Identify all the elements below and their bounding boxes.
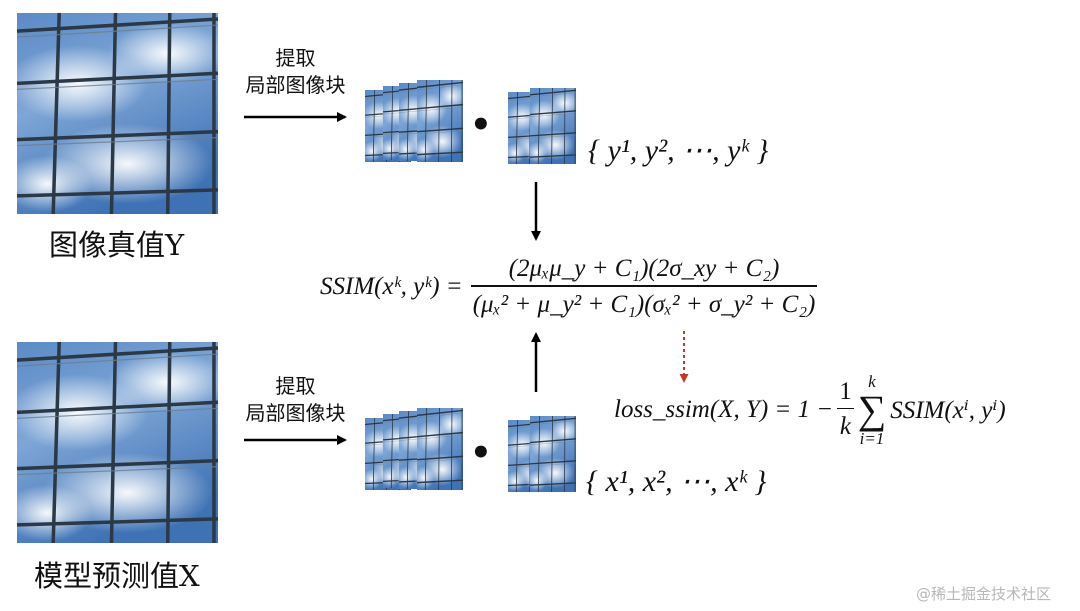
ssim-denominator: (μₓ² + μ_y² + C₁)(σₓ² + σ_y² + C₂): [470, 285, 818, 319]
extract-label-bottom: 提取 局部图像块: [233, 373, 358, 427]
patch-stack-x-group-1: [360, 407, 467, 498]
ssim-formula: SSIM(xᵏ, yᵏ) = (2μₓμ_y + C₁)(2σ_xy + C₂)…: [320, 252, 818, 322]
summation: k ∑ i=1: [858, 373, 887, 447]
patch-x-k: [525, 415, 579, 493]
patch-stack-y-group-1: [360, 79, 467, 170]
patch-x-4: [412, 407, 467, 491]
loss-formula: loss_ssim(X, Y) = 1 − 1 k k ∑ i=1 SSIM(x…: [614, 362, 1006, 457]
ssim-fraction: (2μₓμ_y + C₁)(2σ_xy + C₂) (μₓ² + μ_y² + …: [470, 255, 818, 319]
extract-label-top-line1: 提取: [275, 46, 316, 70]
prediction-caption: 模型预测值X: [34, 559, 200, 593]
ssim-numerator: (2μₓμ_y + C₁)(2σ_xy + C₂): [508, 255, 780, 282]
ssim-lhs: SSIM(xᵏ, yᵏ) =: [320, 273, 463, 300]
patch-y-k: [525, 87, 579, 165]
loss-fraction-denominator: k: [837, 408, 854, 441]
loss-lhs: loss_ssim(X, Y) = 1 −: [614, 395, 834, 423]
x-patch-set: { x¹, x², ⋯, xᵏ }: [586, 465, 767, 498]
sum-lower-limit: i=1: [859, 428, 885, 448]
sum-upper-limit: k: [868, 371, 876, 391]
patch-stack-x-group-2: [503, 415, 579, 496]
loss-fraction-numerator: 1: [839, 378, 852, 405]
watermark: @稀土掘金技术社区: [916, 585, 1052, 603]
ground-truth-caption: 图像真值Y: [49, 228, 185, 262]
extract-label-bottom-line1: 提取: [275, 374, 316, 398]
patch-y-4: [412, 79, 467, 163]
patch-stack-y-group-2: [503, 87, 579, 168]
loss-rhs: SSIM(xⁱ, yⁱ): [890, 396, 1006, 424]
sigma-symbol: ∑: [857, 386, 887, 432]
loss-fraction: 1 k: [837, 378, 854, 441]
y-patch-set: { y¹, y², ⋯, yᵏ }: [588, 134, 769, 167]
extract-label-top: 提取 局部图像块: [233, 45, 358, 99]
extract-label-top-line2: 局部图像块: [245, 73, 346, 97]
extract-label-bottom-line2: 局部图像块: [245, 401, 346, 425]
